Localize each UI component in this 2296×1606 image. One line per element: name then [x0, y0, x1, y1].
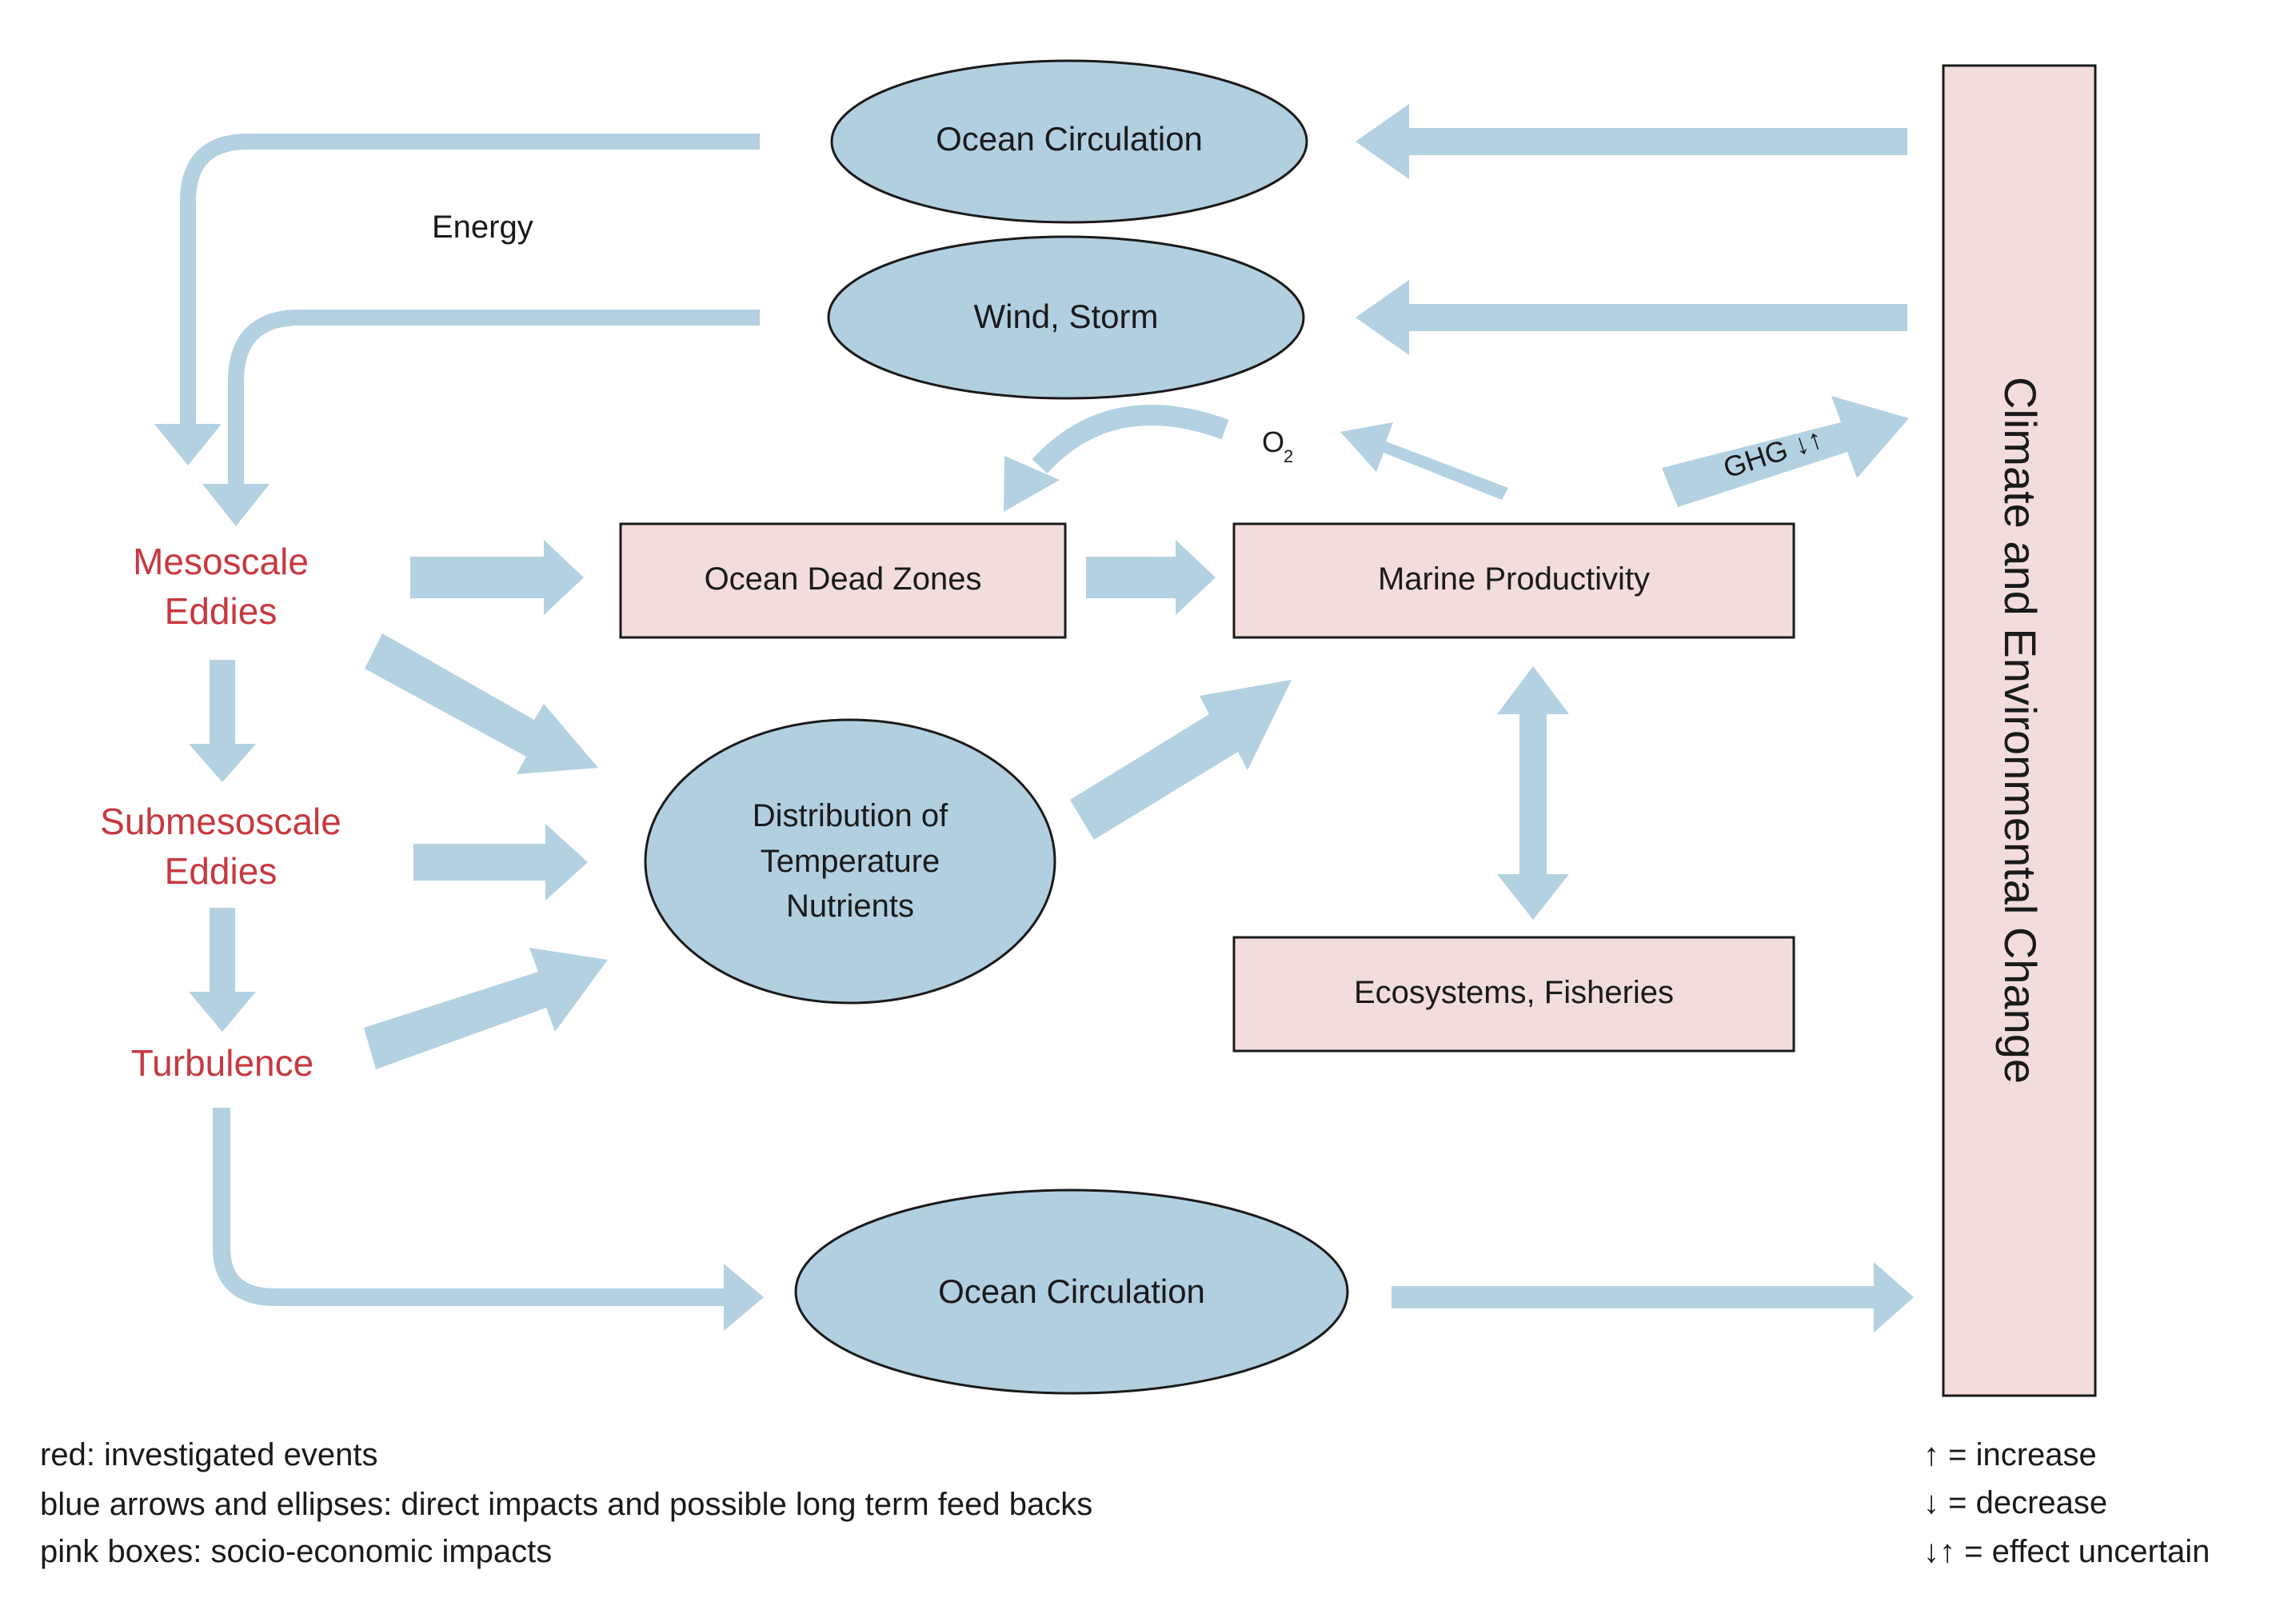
- arrow-submesoscale-to-turbulence: [189, 908, 256, 1032]
- legend-increase: ↑ = increase: [1923, 1437, 2097, 1472]
- mesoscale-eddies-line2: Eddies: [165, 590, 278, 632]
- arrow-ocean-circulation-to-mesoscale: [180, 134, 760, 424]
- mesoscale-eddies-line1: Mesoscale: [133, 541, 309, 582]
- legend-left: red: investigated events blue arrows and…: [40, 1437, 1092, 1569]
- ocean-circulation-bottom-node: Ocean Circulation: [794, 1189, 1349, 1395]
- distribution-label-line2: Temperature: [761, 844, 940, 879]
- marine-productivity-node: Marine Productivity: [1232, 522, 1795, 639]
- arrows: [154, 104, 1914, 1332]
- arrowhead-o2-to-dead-zones: [1004, 456, 1060, 512]
- ocean-dead-zones-node: Ocean Dead Zones: [619, 522, 1067, 639]
- legend-pink: pink boxes: socio-economic impacts: [40, 1534, 552, 1569]
- legend-decrease: ↓ = decrease: [1923, 1485, 2107, 1520]
- o2-label-subscript: 2: [1284, 446, 1293, 466]
- o2-label-base: O: [1262, 425, 1284, 458]
- climate-change-node: Climate and Environmental Change: [1942, 64, 2097, 1397]
- arrow-mesoscale-to-distribution: [365, 633, 598, 774]
- arrow-turbulence-to-ocean-circulation: [213, 1108, 724, 1306]
- arrow-climate-to-ocean-circulation: [1356, 104, 1907, 179]
- arrow-wind-storm-to-mesoscale: [228, 310, 760, 484]
- distribution-label-line3: Nutrients: [786, 889, 914, 924]
- arrow-turbulence-to-distribution: [364, 948, 608, 1069]
- arrowhead-ocean-circulation-to-mesoscale: [154, 424, 222, 465]
- ecosystems-fisheries-node: Ecosystems, Fisheries: [1232, 936, 1795, 1053]
- arrow-marine-productivity-to-climate-ghg: [1662, 396, 1909, 507]
- arrowhead-wind-storm-to-mesoscale: [202, 484, 270, 526]
- arrow-ocean-circulation-to-climate: [1392, 1262, 1914, 1332]
- arrow-climate-to-wind-storm: [1356, 280, 1907, 355]
- legend-uncertain: ↓↑ = effect uncertain: [1923, 1534, 2210, 1569]
- ocean-circulation-top-node: Ocean Circulation: [830, 59, 1308, 224]
- events: Mesoscale Eddies Submesoscale Eddies Tur…: [100, 541, 341, 1084]
- arrow-marine-productivity-to-o2: [1340, 422, 1508, 500]
- energy-label: Energy: [432, 210, 533, 245]
- arrow-mesoscale-to-dead-zones: [410, 540, 584, 615]
- arrowhead-turbulence-to-ocean-circulation: [724, 1264, 764, 1331]
- arrow-mesoscale-to-submesoscale: [189, 660, 256, 782]
- marine-productivity-label: Marine Productivity: [1378, 561, 1650, 597]
- arrow-productivity-ecosystems-bidirectional: [1497, 666, 1569, 920]
- arrow-submesoscale-to-distribution: [413, 824, 588, 901]
- distribution-node: Distribution of Temperature Nutrients: [644, 718, 1056, 1005]
- ocean-circulation-bottom-label: Ocean Circulation: [938, 1272, 1205, 1310]
- arrow-o2-to-dead-zones: [1032, 404, 1229, 473]
- legend-red: red: investigated events: [40, 1437, 377, 1472]
- arrow-dead-zones-to-marine-productivity: [1086, 540, 1216, 615]
- ocean-circulation-top-label: Ocean Circulation: [936, 120, 1203, 158]
- legend-right: ↑ = increase ↓ = decrease ↓↑ = effect un…: [1923, 1437, 2210, 1569]
- ecosystems-fisheries-label: Ecosystems, Fisheries: [1354, 975, 1674, 1010]
- turbulence-label: Turbulence: [131, 1042, 313, 1084]
- o2-label: O 2: [1262, 425, 1293, 466]
- submesoscale-eddies-line1: Submesoscale: [100, 801, 341, 842]
- climate-change-label: Climate and Environmental Change: [1995, 377, 2046, 1084]
- distribution-label-line1: Distribution of: [753, 798, 948, 833]
- wind-storm-node: Wind, Storm: [827, 235, 1305, 400]
- ocean-dead-zones-label: Ocean Dead Zones: [705, 561, 982, 597]
- submesoscale-eddies-line2: Eddies: [165, 850, 278, 892]
- arrow-distribution-to-marine-productivity: [1070, 680, 1292, 840]
- wind-storm-label: Wind, Storm: [973, 298, 1158, 335]
- legend-blue: blue arrows and ellipses: direct impacts…: [40, 1487, 1092, 1522]
